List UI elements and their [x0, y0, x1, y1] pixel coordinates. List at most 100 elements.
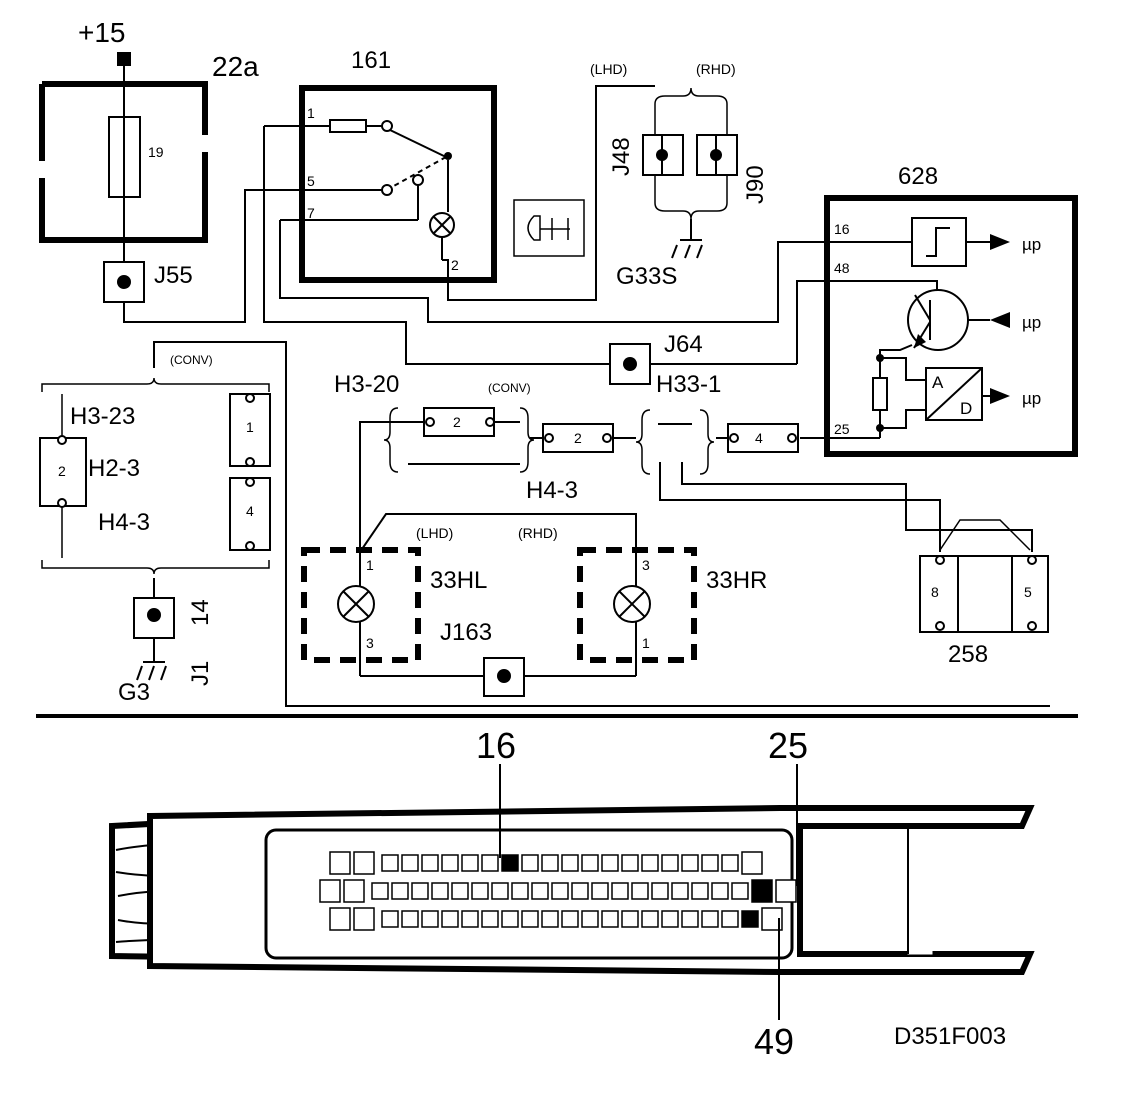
connector-pin: [531, 882, 549, 900]
connector-pin: [541, 910, 559, 928]
supply-label: +15: [78, 17, 126, 48]
connector-pin: [329, 907, 351, 931]
connector-pin: [371, 882, 389, 900]
connector-pin: [661, 910, 679, 928]
connector-pin: [591, 882, 609, 900]
connector-pin: [701, 910, 719, 928]
pin-16-callout: 16: [476, 725, 516, 766]
switch-unit-label: 161: [351, 47, 391, 74]
connector-pin: [421, 910, 439, 928]
svg-text:2: 2: [453, 414, 461, 430]
connector-pin: [761, 907, 783, 931]
connector-pin: [461, 854, 479, 872]
svg-text:(CONV): (CONV): [170, 353, 213, 367]
svg-text:µp: µp: [1022, 235, 1041, 254]
svg-text:H3-20: H3-20: [334, 371, 399, 398]
svg-text:8: 8: [931, 584, 939, 600]
connector-pin: [571, 882, 589, 900]
svg-text:5: 5: [1024, 584, 1032, 600]
svg-text:1: 1: [307, 105, 315, 121]
connector-pin: [661, 854, 679, 872]
connector-pin-highlighted: [751, 879, 773, 903]
connector-pin: [621, 854, 639, 872]
connector-pin: [641, 910, 659, 928]
connector-pin: [601, 854, 619, 872]
lamp-33hl-frame: [301, 547, 421, 663]
connector-pin: [441, 910, 459, 928]
connector-pin: [551, 882, 569, 900]
headlamp-symbol: [513, 199, 585, 257]
connector-pin: [431, 882, 449, 900]
switch-resistor: [329, 119, 367, 133]
svg-text:H2-3: H2-3: [88, 455, 140, 482]
svg-text:(RHD): (RHD): [696, 61, 736, 77]
connector-group-left: (CONV) H3-23 2 H2-3 H4-3 1 4 14 J1 G3: [39, 341, 1050, 707]
connector-pin: [353, 851, 375, 875]
connector-pin: [681, 854, 699, 872]
connector-pin: [353, 907, 375, 931]
j48-label: J48: [608, 137, 635, 176]
svg-text:J64: J64: [664, 331, 703, 358]
splice-j64: J64 H33-1: [609, 331, 721, 398]
lamps: (LHD) (RHD) 1 3 33HL 3 1 33HR J163: [301, 513, 767, 697]
connector-pin: [561, 854, 579, 872]
lamp-33hl-label: 33HL: [430, 567, 487, 594]
connector-pin: [461, 910, 479, 928]
pin-25-callout: 25: [768, 725, 808, 766]
connector-pin: [721, 910, 739, 928]
connector-pin: [411, 882, 429, 900]
j90-label: J90: [742, 165, 769, 204]
connector-pin: [581, 910, 599, 928]
connector-pin: [701, 854, 719, 872]
svg-text:(LHD): (LHD): [416, 525, 453, 541]
connector-258-label: 258: [948, 641, 988, 668]
ecu-pullup-resistor: [872, 377, 888, 411]
svg-text:(CONV): (CONV): [488, 381, 531, 395]
connector-pin: [775, 879, 797, 903]
connector-pin: [521, 910, 539, 928]
connector-pin: [471, 882, 489, 900]
connector-pin: [721, 854, 739, 872]
svg-text:(RHD): (RHD): [518, 525, 558, 541]
connector-pin: [481, 910, 499, 928]
svg-text:H33-1: H33-1: [656, 371, 721, 398]
connector-pin: [451, 882, 469, 900]
connector-pin: [391, 882, 409, 900]
svg-text:2: 2: [574, 430, 582, 446]
svg-text:J1: J1: [187, 661, 214, 686]
connector-pin: [421, 854, 439, 872]
connector-pin: [491, 882, 509, 900]
svg-text:4: 4: [246, 503, 254, 519]
g33s-label: G33S: [616, 263, 677, 290]
j55-label: J55: [154, 262, 193, 289]
ecu-628: 628 16 48 25 µp µp A D µp: [796, 163, 1078, 457]
connector-pin: [441, 854, 459, 872]
svg-text:25: 25: [834, 421, 850, 437]
ecu-input-stage: [911, 217, 967, 267]
supply-terminal: [117, 52, 131, 66]
connector-pin: [329, 851, 351, 875]
connector-pin: [681, 910, 699, 928]
svg-text:1: 1: [246, 419, 254, 435]
connector-pin: [671, 882, 689, 900]
fuse-number: 19: [148, 144, 164, 160]
fuse-box-label: 22a: [212, 51, 259, 82]
connector-pin: [401, 910, 419, 928]
connector-258: 8 5 258: [919, 519, 1049, 668]
svg-text:(LHD): (LHD): [590, 61, 627, 77]
lamp-33hr-frame: [577, 547, 697, 663]
pin-49-callout: 49: [754, 1021, 794, 1062]
ecu-plug-connector: 16 25 49 D351F003: [109, 725, 1035, 1062]
svg-text:H4-3: H4-3: [98, 509, 150, 536]
connector-pin-highlighted: [501, 854, 519, 872]
lamp-33hr-label: 33HR: [706, 567, 767, 594]
svg-text:14: 14: [187, 599, 214, 626]
connector-pin: [641, 854, 659, 872]
svg-text:1: 1: [366, 557, 374, 573]
connector-group-middle: H3-20 (CONV) 2 2 H4-3 4: [334, 371, 1033, 552]
connector-pin: [601, 910, 619, 928]
connector-pin: [731, 882, 749, 900]
connector-pin: [561, 910, 579, 928]
svg-text:µp: µp: [1022, 313, 1041, 332]
connector-pin: [621, 910, 639, 928]
